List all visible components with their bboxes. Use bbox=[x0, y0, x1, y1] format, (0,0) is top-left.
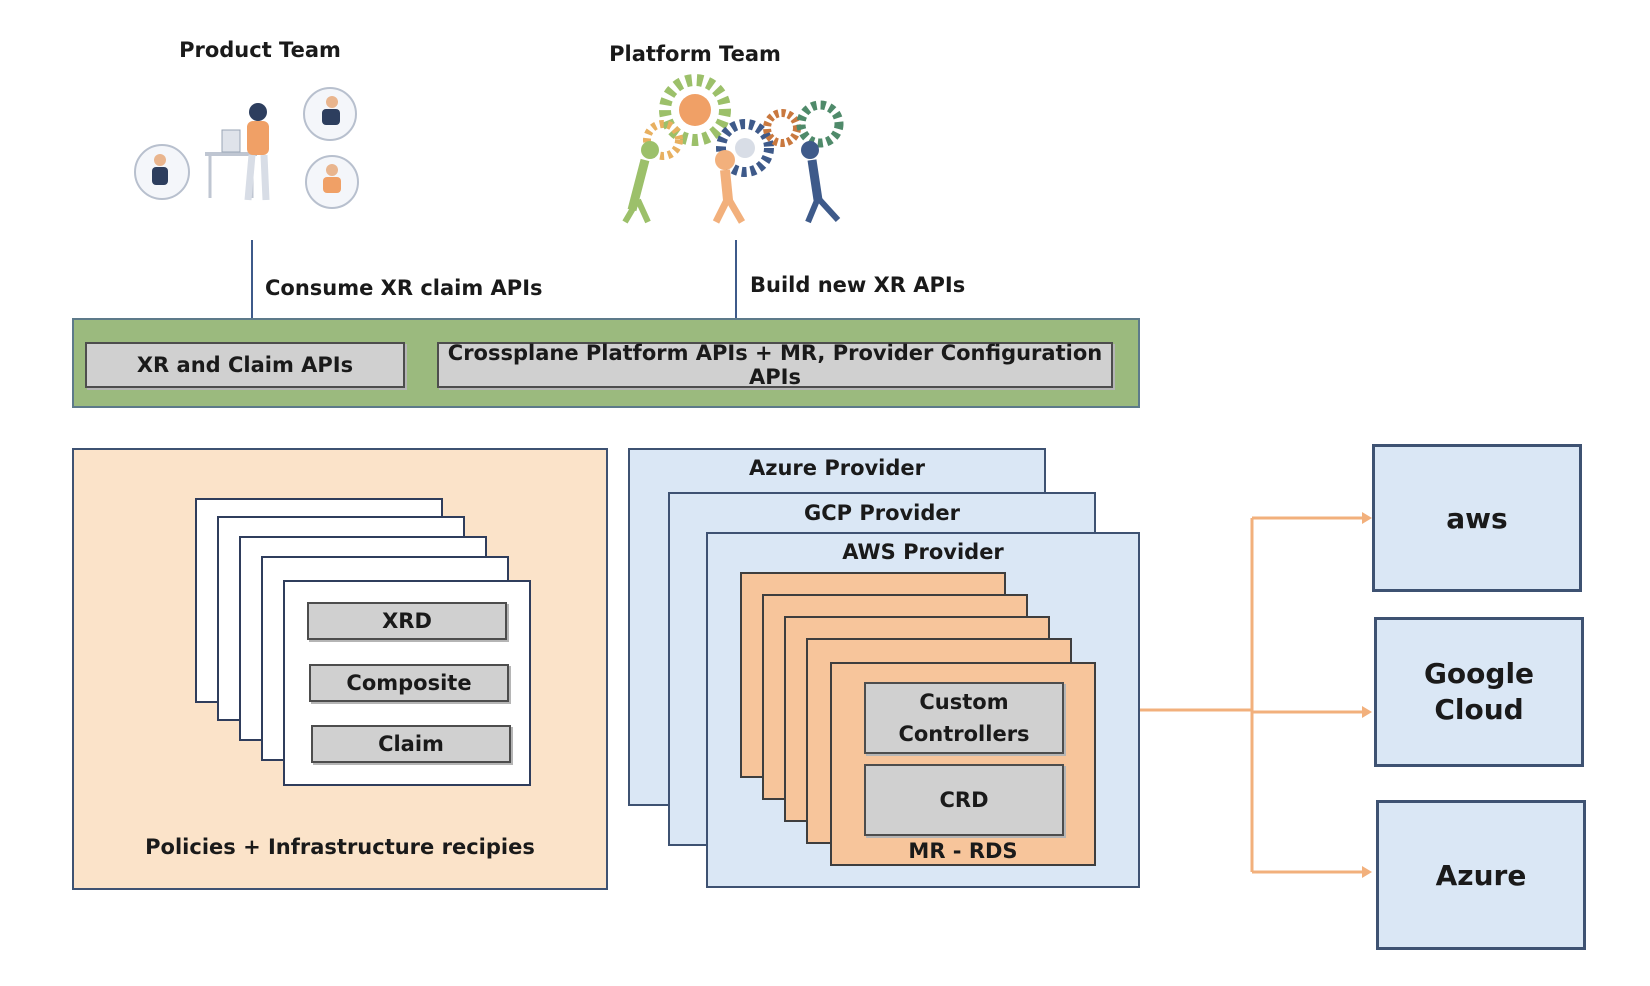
aws-provider-label: AWS Provider bbox=[842, 540, 1004, 564]
crd-box: CRD bbox=[864, 764, 1064, 836]
gcp-provider-label: GCP Provider bbox=[803, 501, 961, 525]
product-team-label: Product Team bbox=[179, 38, 341, 62]
policies-caption: Policies + Infrastructure recipies bbox=[145, 835, 535, 859]
google-cloud-box: Google Cloud bbox=[1374, 617, 1584, 767]
composite-box: Composite bbox=[309, 664, 509, 702]
build-arrow-label: Build new XR APIs bbox=[750, 273, 966, 297]
crossplane-apis-box: Crossplane Platform APIs + MR, Provider … bbox=[437, 341, 1113, 389]
azure-provider-label: Azure Provider bbox=[748, 456, 926, 480]
claim-box: Claim bbox=[311, 725, 511, 763]
aws-cloud-box: aws bbox=[1372, 444, 1582, 592]
azure-cloud-box: Azure bbox=[1376, 800, 1586, 950]
consume-arrow-label: Consume XR claim APIs bbox=[265, 276, 543, 300]
custom-controllers-box: Custom Controllers bbox=[864, 682, 1064, 754]
platform-team-label: Platform Team bbox=[609, 42, 781, 66]
xrd-box: XRD bbox=[307, 602, 507, 640]
xr-claim-apis-box: XR and Claim APIs bbox=[85, 342, 405, 388]
mr-rds-label: MR - RDS bbox=[908, 839, 1018, 863]
